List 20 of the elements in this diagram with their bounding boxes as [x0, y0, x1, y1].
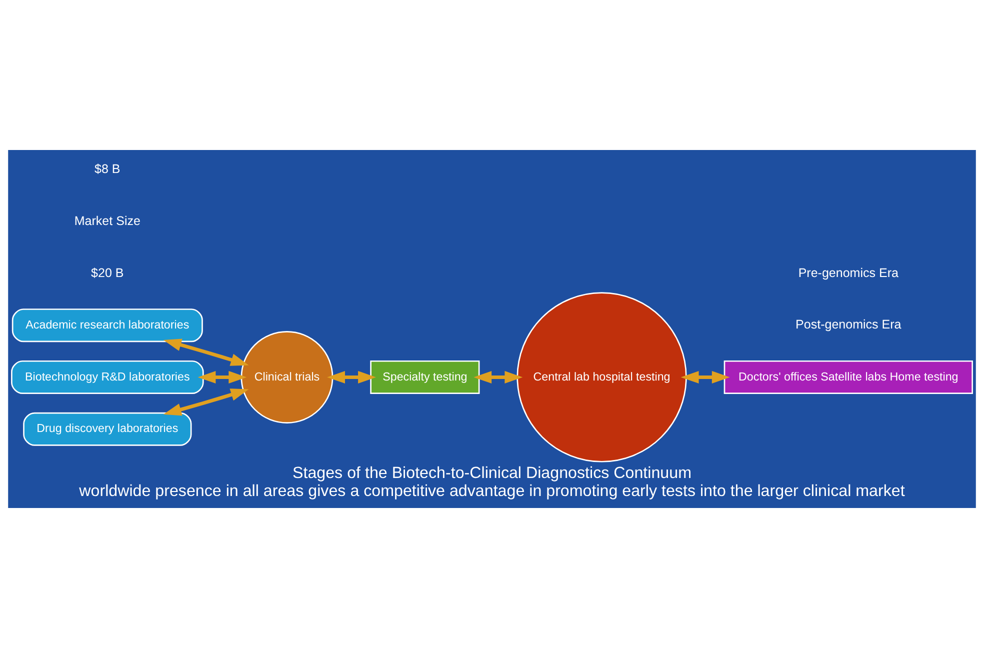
label: Post-genomics Era: [796, 318, 902, 332]
arrow: [327, 370, 376, 384]
node-circle: Central lab hospital testing: [516, 292, 687, 462]
label: $8 B: [94, 162, 120, 176]
diagram-title: Stages of the Biotech-to-Clinical Diagnostics Continuum: [292, 464, 692, 482]
arrow: [474, 370, 523, 384]
node-box: Academic research laboratories: [12, 308, 203, 342]
node-box: Biotechnology R&D laboratories: [11, 360, 204, 394]
node-box: Specialty testing: [370, 360, 480, 394]
label: Pre-genomics Era: [798, 266, 898, 280]
arrow: [163, 388, 249, 416]
arrow: [163, 338, 249, 366]
node-circle: Clinical trials: [240, 331, 334, 424]
arrow: [680, 370, 730, 384]
node-box: Drug discovery laboratories: [23, 412, 192, 446]
caption: worldwide presence in all areas gives a competitive advantage in promoting early tests into the larger clinical market: [79, 482, 905, 500]
arrow: [198, 370, 247, 384]
label: $20 B: [91, 266, 124, 280]
label: Market Size: [74, 214, 140, 228]
node-box: Doctors' offices Satellite labs Home testing: [724, 360, 973, 394]
